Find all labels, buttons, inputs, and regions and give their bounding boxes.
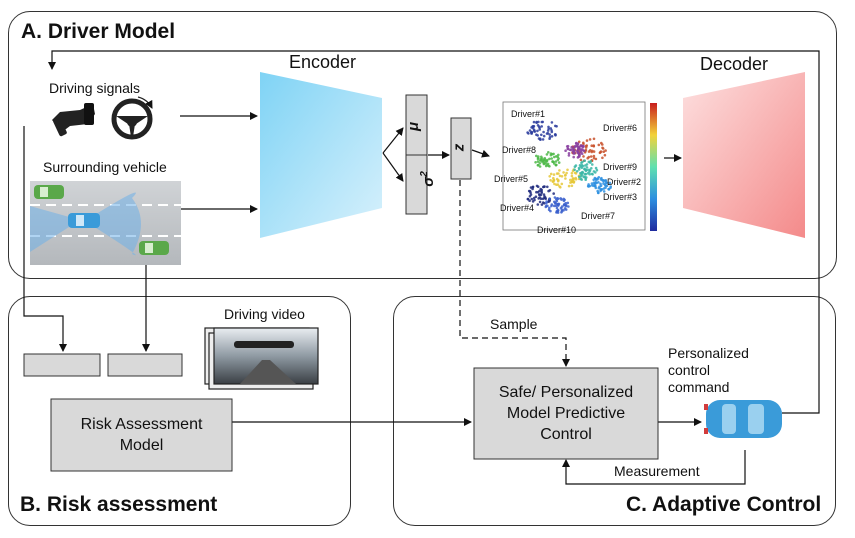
- mpc-line3: Control: [540, 426, 592, 443]
- road-scene: [30, 181, 181, 265]
- sigma-symbol: σ: [419, 176, 437, 187]
- driver-label: Driver#2: [607, 177, 642, 187]
- driver-label: Driver#9: [603, 162, 638, 172]
- driver-label: Driver#7: [581, 211, 616, 221]
- signal-feature-box: [23, 353, 101, 377]
- driver-label: Driver#8: [502, 145, 537, 155]
- panel-title-adaptive-control: C. Adaptive Control: [626, 493, 822, 516]
- driving-video-label: Driving video: [224, 306, 305, 322]
- mpc-line1: Safe/ Personalized: [498, 384, 634, 401]
- driver-label: Driver#6: [603, 123, 638, 133]
- personalized-line3: command: [668, 379, 730, 395]
- ego-car-icon: [704, 400, 782, 438]
- driver-label: Driver#5: [494, 174, 529, 184]
- panel-title-risk-assessment: B. Risk assessment: [20, 493, 218, 516]
- measurement-label: Measurement: [614, 463, 700, 479]
- decoder-label: Decoder: [700, 54, 769, 74]
- personalized-command-label: Personalized control command: [668, 345, 749, 396]
- risk-model-box: [50, 398, 233, 472]
- driving-video-frames: [204, 327, 319, 390]
- risk-model-text: Risk Assessment Model: [51, 399, 232, 471]
- steering-wheel-icon: [111, 96, 153, 140]
- latent-scatter-plot: [496, 98, 663, 242]
- driver-label: Driver#4: [500, 203, 535, 213]
- personalized-line1: Personalized: [668, 345, 749, 361]
- z-label: z: [450, 143, 468, 152]
- mpc-text: Safe/ Personalized Model Predictive Cont…: [474, 368, 658, 459]
- mpc-box: [473, 367, 659, 460]
- driver-label: Driver#3: [603, 192, 638, 202]
- driving-signals-label: Driving signals: [49, 80, 141, 96]
- risk-line1: Risk Assessment: [80, 416, 203, 433]
- personalized-line2: control: [668, 362, 711, 378]
- sample-label: Sample: [490, 316, 538, 332]
- risk-line2: Model: [119, 437, 164, 454]
- driver-label: Driver#10: [537, 225, 577, 235]
- encoder-shape: [260, 72, 382, 238]
- vehicle-feature-box: [107, 353, 183, 377]
- panel-title-driver-model: A. Driver Model: [21, 20, 176, 43]
- surrounding-vehicle-label: Surrounding vehicle: [43, 159, 167, 175]
- pedal-icon: [52, 103, 95, 137]
- z-box: [450, 117, 472, 180]
- decoder-shape: [683, 72, 805, 238]
- driver-label: Driver#1: [511, 109, 546, 119]
- sigma-superscript: 2: [418, 171, 430, 177]
- mu-label: μ: [405, 121, 423, 132]
- mpc-line2: Model Predictive: [506, 405, 626, 422]
- sigma-label: σ2: [419, 171, 437, 187]
- encoder-label: Encoder: [289, 52, 357, 72]
